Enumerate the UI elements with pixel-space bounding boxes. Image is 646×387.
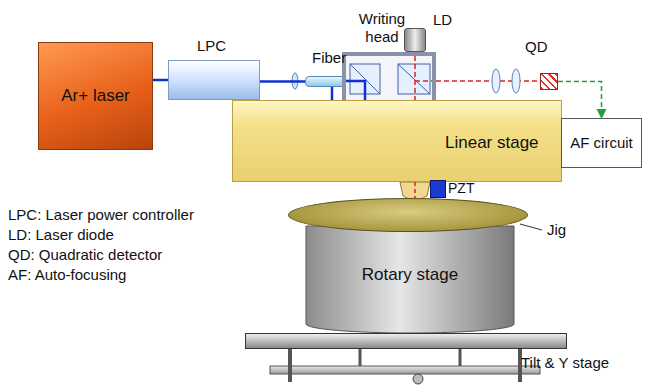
probe-beam xyxy=(414,182,416,198)
node-label: Jig xyxy=(547,221,566,239)
tilt-y-stage: Tilt & Y stage xyxy=(245,333,567,349)
node-label: Linear stage xyxy=(445,133,539,153)
af-circuit: AF circuit xyxy=(561,118,642,168)
pzt-actuator: PZT xyxy=(430,180,480,198)
pzt-block xyxy=(430,180,446,198)
cylinder-body xyxy=(306,226,514,333)
lens xyxy=(512,69,520,93)
node-label: Fiber xyxy=(312,49,346,67)
laser-source: Ar+ laser xyxy=(38,42,153,150)
node-label: Tilt & Y stage xyxy=(521,354,609,372)
abbreviation-note: QD: Quadratic detector xyxy=(8,246,162,263)
screw xyxy=(459,349,462,366)
screw xyxy=(288,349,292,382)
laser-beam xyxy=(153,79,168,82)
signal-line xyxy=(558,82,602,119)
rotary-stage: Rotary stage xyxy=(305,216,515,334)
abbreviation-note: LD: Laser diode xyxy=(8,226,114,243)
jig: Jig xyxy=(288,198,528,232)
node-label: Writing head xyxy=(350,10,414,46)
laser-beam xyxy=(260,80,305,83)
probe-beam xyxy=(415,80,432,82)
base-plate xyxy=(270,366,540,374)
beam-splitter xyxy=(398,64,430,94)
lens xyxy=(492,69,500,93)
abbreviation-note: LPC: Laser power controller xyxy=(8,206,194,223)
node-label: PZT xyxy=(448,180,474,197)
probe-beam xyxy=(436,80,540,82)
node-label: AF circuit xyxy=(567,134,636,152)
leader-line xyxy=(520,224,542,230)
beam-splitter xyxy=(398,64,430,94)
linear-stage: Linear stage xyxy=(232,100,562,182)
power-controller: LPC xyxy=(168,60,260,100)
node-label: Ar+ laser xyxy=(61,86,130,106)
node-label: QD xyxy=(525,38,548,56)
screw xyxy=(359,349,362,366)
knob xyxy=(413,374,423,384)
node-label: Rotary stage xyxy=(362,265,458,285)
node-label: LPC xyxy=(197,37,226,55)
quadrant-detector: QD xyxy=(540,73,558,90)
abbreviation-note: AF: Auto-focusing xyxy=(8,266,126,283)
laser-diode: LD xyxy=(404,28,426,52)
node-label: LD xyxy=(433,11,452,29)
